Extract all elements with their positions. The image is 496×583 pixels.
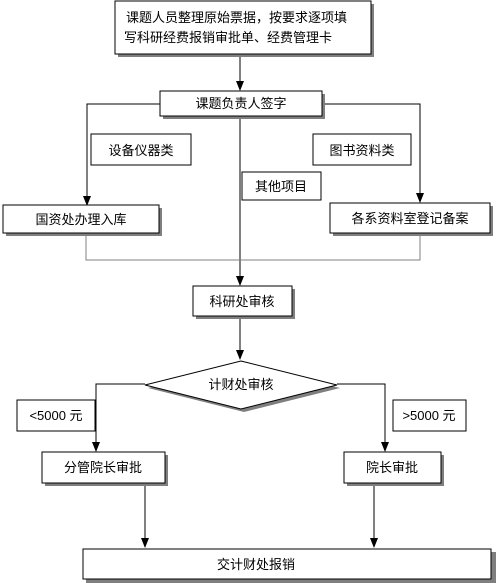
branch-books-text: 图书资料类 — [329, 143, 394, 158]
step-prepare-receipts-line1: 课题人员整理原始票据，按要求逐项填 — [126, 10, 347, 25]
submit-to-finance-office-label: 交计财处报销 — [217, 557, 295, 572]
step-pi-signature: 课题负责人签字 — [159, 90, 325, 119]
finance-review-decision-label: 计财处审核 — [208, 377, 273, 392]
step-prepare-receipts: 课题人员整理原始票据，按要求逐项填 写科研经费报销审批单、经费管理卡 — [114, 0, 374, 57]
branch-other-label: 其他项目 — [241, 171, 322, 201]
vice-president-approval-label: 分管院长审批 — [64, 460, 142, 475]
connectors — [83, 57, 424, 548]
branch-equipment-text: 设备仪器类 — [108, 143, 173, 158]
books-destination: 各系资料室登记备案 — [329, 202, 493, 236]
step-pi-signature-label: 课题负责人签字 — [195, 96, 286, 111]
finance-review-decision: 计财处审核 — [144, 360, 340, 412]
president-approval-label: 院长审批 — [366, 460, 418, 475]
condition-below-5000-text: <5000 元 — [29, 408, 82, 423]
condition-below-5000: <5000 元 — [16, 399, 96, 432]
research-office-review: 科研处审核 — [192, 285, 295, 319]
vice-president-approval: 分管院长审批 — [41, 451, 168, 486]
research-office-review-label: 科研处审核 — [209, 294, 274, 309]
president-approval: 院长审批 — [343, 451, 444, 486]
step-prepare-receipts-line2: 写科研经费报销审批单、经费管理卡 — [124, 30, 332, 45]
books-destination-label: 各系资料室登记备案 — [351, 211, 468, 226]
equipment-destination: 国资处办理入库 — [2, 204, 162, 236]
condition-above-5000-text: >5000 元 — [402, 408, 455, 423]
branch-other-text: 其他项目 — [255, 179, 307, 194]
branch-equipment-label: 设备仪器类 — [90, 133, 192, 166]
branch-books-label: 图书资料类 — [312, 133, 412, 166]
equipment-destination-label: 国资处办理入库 — [35, 212, 126, 227]
submit-to-finance-office: 交计财处报销 — [82, 548, 496, 583]
condition-above-5000: >5000 元 — [392, 399, 467, 432]
